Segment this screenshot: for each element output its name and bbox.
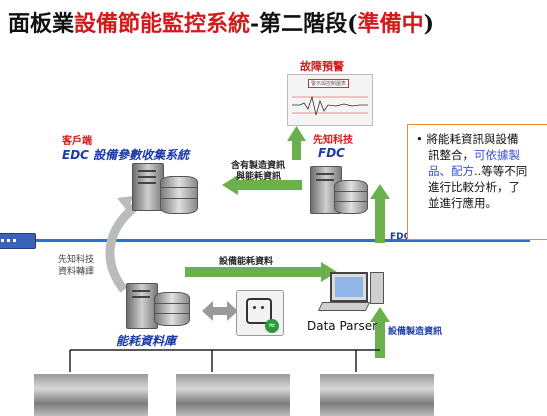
callout-line-1: • 將能耗資訊與設備 <box>416 132 519 146</box>
edc-database-icon <box>160 176 198 214</box>
arrow-up-fdc <box>370 184 390 199</box>
data-parser-keyboard-icon <box>317 302 371 311</box>
to-edc-label-line2: 與能耗資訊 <box>236 172 282 182</box>
fault-warning-chart: 警示與控制圖表 <box>287 74 373 126</box>
network-line <box>20 239 530 242</box>
arrow-up-parser <box>370 307 390 322</box>
fdc-name-label: FDC <box>318 146 345 160</box>
curved-arrow-head <box>117 196 133 212</box>
arrow-right-parser <box>321 262 337 282</box>
wifi-icon: ≈ <box>265 319 279 333</box>
client-label: 客戶端 <box>62 136 92 147</box>
arrow-left-edc <box>222 175 238 195</box>
callout-line-2: 訊整合，可依據製 <box>428 148 520 162</box>
fdc-vendor-label: 先知科技 <box>313 135 353 146</box>
energy-db-label: 能耗資料庫 <box>116 334 177 348</box>
page-title: 面板業設備節能監控系統-第二階段(準備中) <box>8 11 435 37</box>
double-arrow-right <box>227 301 238 321</box>
transfer-label-line1: 先知科技 <box>58 255 95 265</box>
fault-chart-caption: 警示與控制圖表 <box>308 79 350 88</box>
equipment-photo-1 <box>34 374 148 416</box>
curved-transfer-arrow <box>105 199 143 293</box>
data-parser-label: Data Parser <box>307 319 378 333</box>
to-edc-label-line1: 含有製造資訊 <box>231 161 286 171</box>
data-parser-computer-icon <box>330 272 368 302</box>
energy-database-icon <box>154 292 190 326</box>
double-arrow-left <box>202 301 213 321</box>
callout-box: • 將能耗資訊與設備 訊整合，可依據製 品、配方..等等不同 進行比較分析，了 … <box>407 124 547 240</box>
fault-warning-label: 故障預警 <box>300 60 344 73</box>
callout-line-5: 並進行應用。 <box>428 196 497 210</box>
edc-system-label: EDC 設備參數收集系統 <box>62 148 190 162</box>
callout-line-3: 品、配方..等等不同 <box>428 164 528 178</box>
equipment-photo-2 <box>176 374 290 416</box>
arrow-up-fault <box>287 126 306 141</box>
transfer-label-line2: 資料轉譯 <box>58 267 95 277</box>
data-parser-tower-icon <box>370 272 384 304</box>
energy-data-label: 設備能耗資料 <box>219 257 274 267</box>
smart-plug-icon: ≈ <box>236 290 284 336</box>
fdc-database-icon <box>334 180 368 214</box>
network-router-icon <box>0 233 36 249</box>
equipment-photo-3 <box>320 374 434 416</box>
fault-signal-trace <box>292 95 368 116</box>
callout-line-4: 進行比較分析，了 <box>428 180 520 194</box>
equipment-manufacturing-data-label: 設備製造資訊 <box>388 327 443 337</box>
